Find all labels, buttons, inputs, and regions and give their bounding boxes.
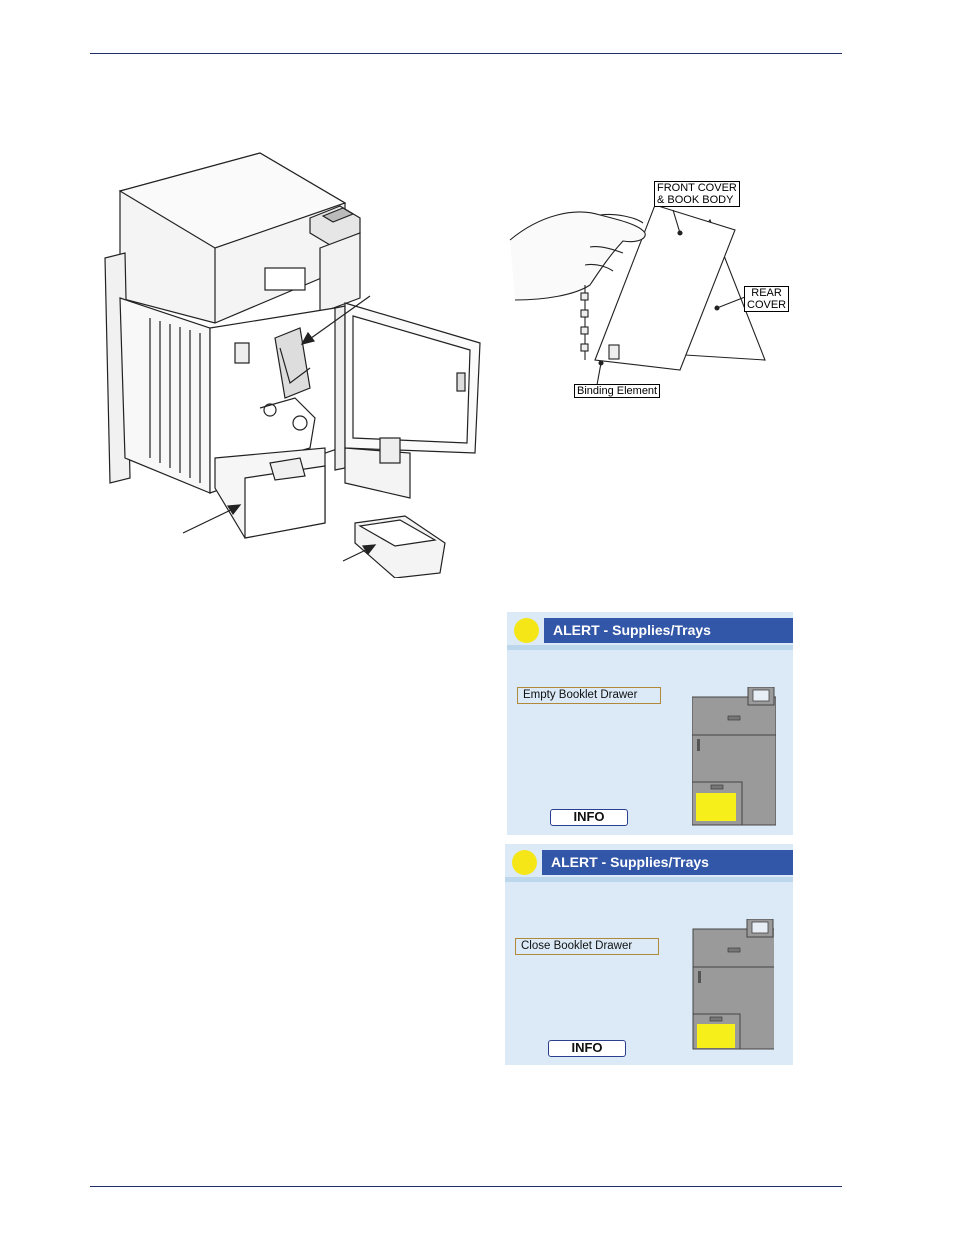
alert-panel-close-drawer: ALERT - Supplies/Trays Close Booklet Dra…	[505, 844, 793, 1065]
alert-divider	[507, 645, 793, 650]
footer-rule	[90, 1186, 842, 1187]
alert-status-icon	[512, 850, 537, 875]
alert-header: ALERT - Supplies/Trays	[507, 618, 793, 643]
info-button[interactable]: INFO	[548, 1040, 626, 1057]
status-message: Close Booklet Drawer	[515, 938, 659, 955]
printer-status-icon	[692, 687, 776, 827]
header-rule	[90, 53, 842, 54]
callout-front-cover: FRONT COVER & BOOK BODY	[654, 181, 740, 207]
callout-rear-cover: REAR COVER	[744, 286, 789, 312]
alert-status-icon	[514, 618, 539, 643]
alert-header: ALERT - Supplies/Trays	[505, 850, 793, 875]
alert-panel-empty-drawer: ALERT - Supplies/Trays Empty Booklet Dra…	[507, 612, 793, 835]
status-message: Empty Booklet Drawer	[517, 687, 661, 704]
alert-title: ALERT - Supplies/Trays	[544, 618, 793, 643]
callout-binding-element: Binding Element	[574, 384, 660, 398]
printer-status-icon	[690, 919, 774, 1059]
alert-divider	[505, 877, 793, 882]
info-button[interactable]: INFO	[550, 809, 628, 826]
booklet-maker-illustration	[95, 148, 490, 578]
alert-title: ALERT - Supplies/Trays	[542, 850, 793, 875]
